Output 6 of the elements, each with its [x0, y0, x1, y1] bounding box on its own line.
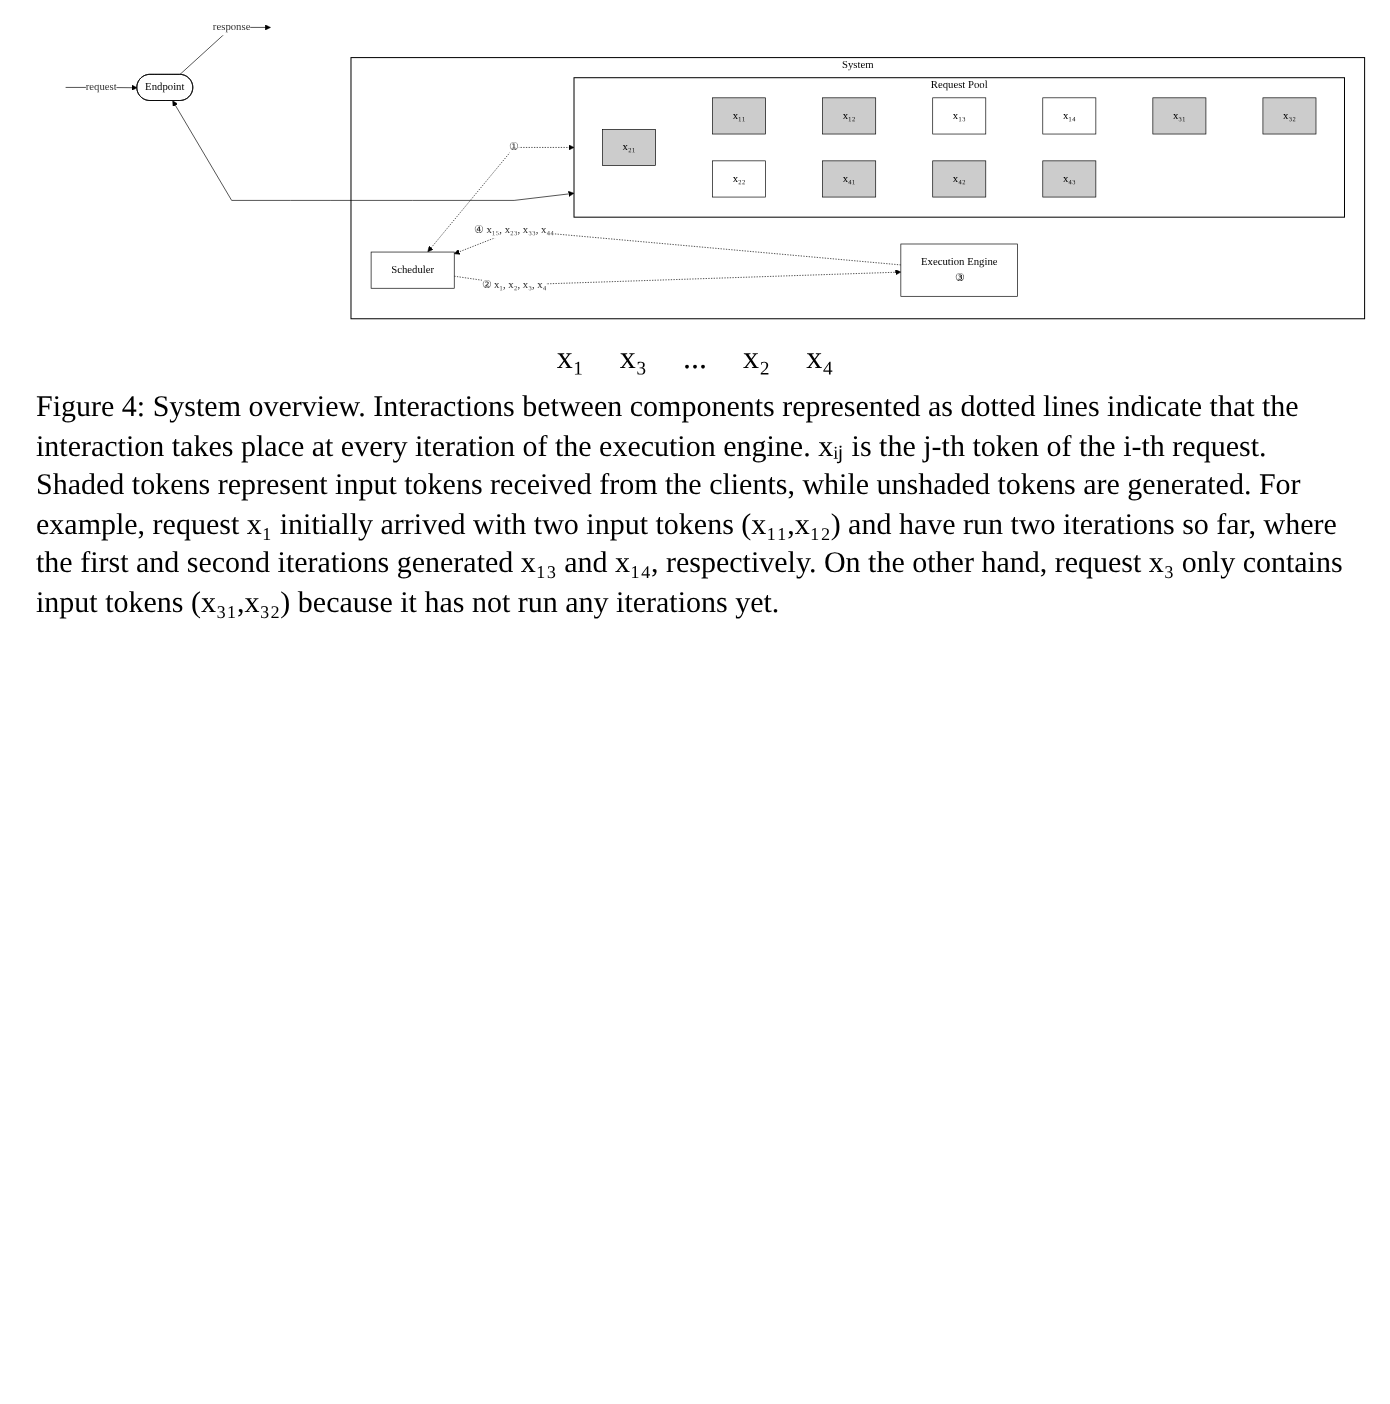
- row-label: x₄: [806, 342, 834, 379]
- row-label: x₃: [619, 342, 647, 379]
- row-label: x₁: [556, 342, 584, 379]
- row-label: ...: [683, 342, 707, 379]
- row-label: x₂: [743, 342, 771, 379]
- figure-caption: Figure 4: System overview. Interactions between components represented as dotted lines indicate that the interaction takes place at every iteration of the execution engine. xᵢⱼ is the j-th token of the i-th request. Shaded tokens represent input tokens received from the clients, while unshaded tokens are generated. For example, request x₁ initially arrived with two input tokens (x₁₁,x₁₂) and have run two iterations so far, where the first and second iterations generated x₁₃ and x₁₄, respectively. On the other hand, request x₃ only contains input tokens (x₃₁,x₃₂) because it has not run any iterations yet.: [36, 390, 1345, 624]
